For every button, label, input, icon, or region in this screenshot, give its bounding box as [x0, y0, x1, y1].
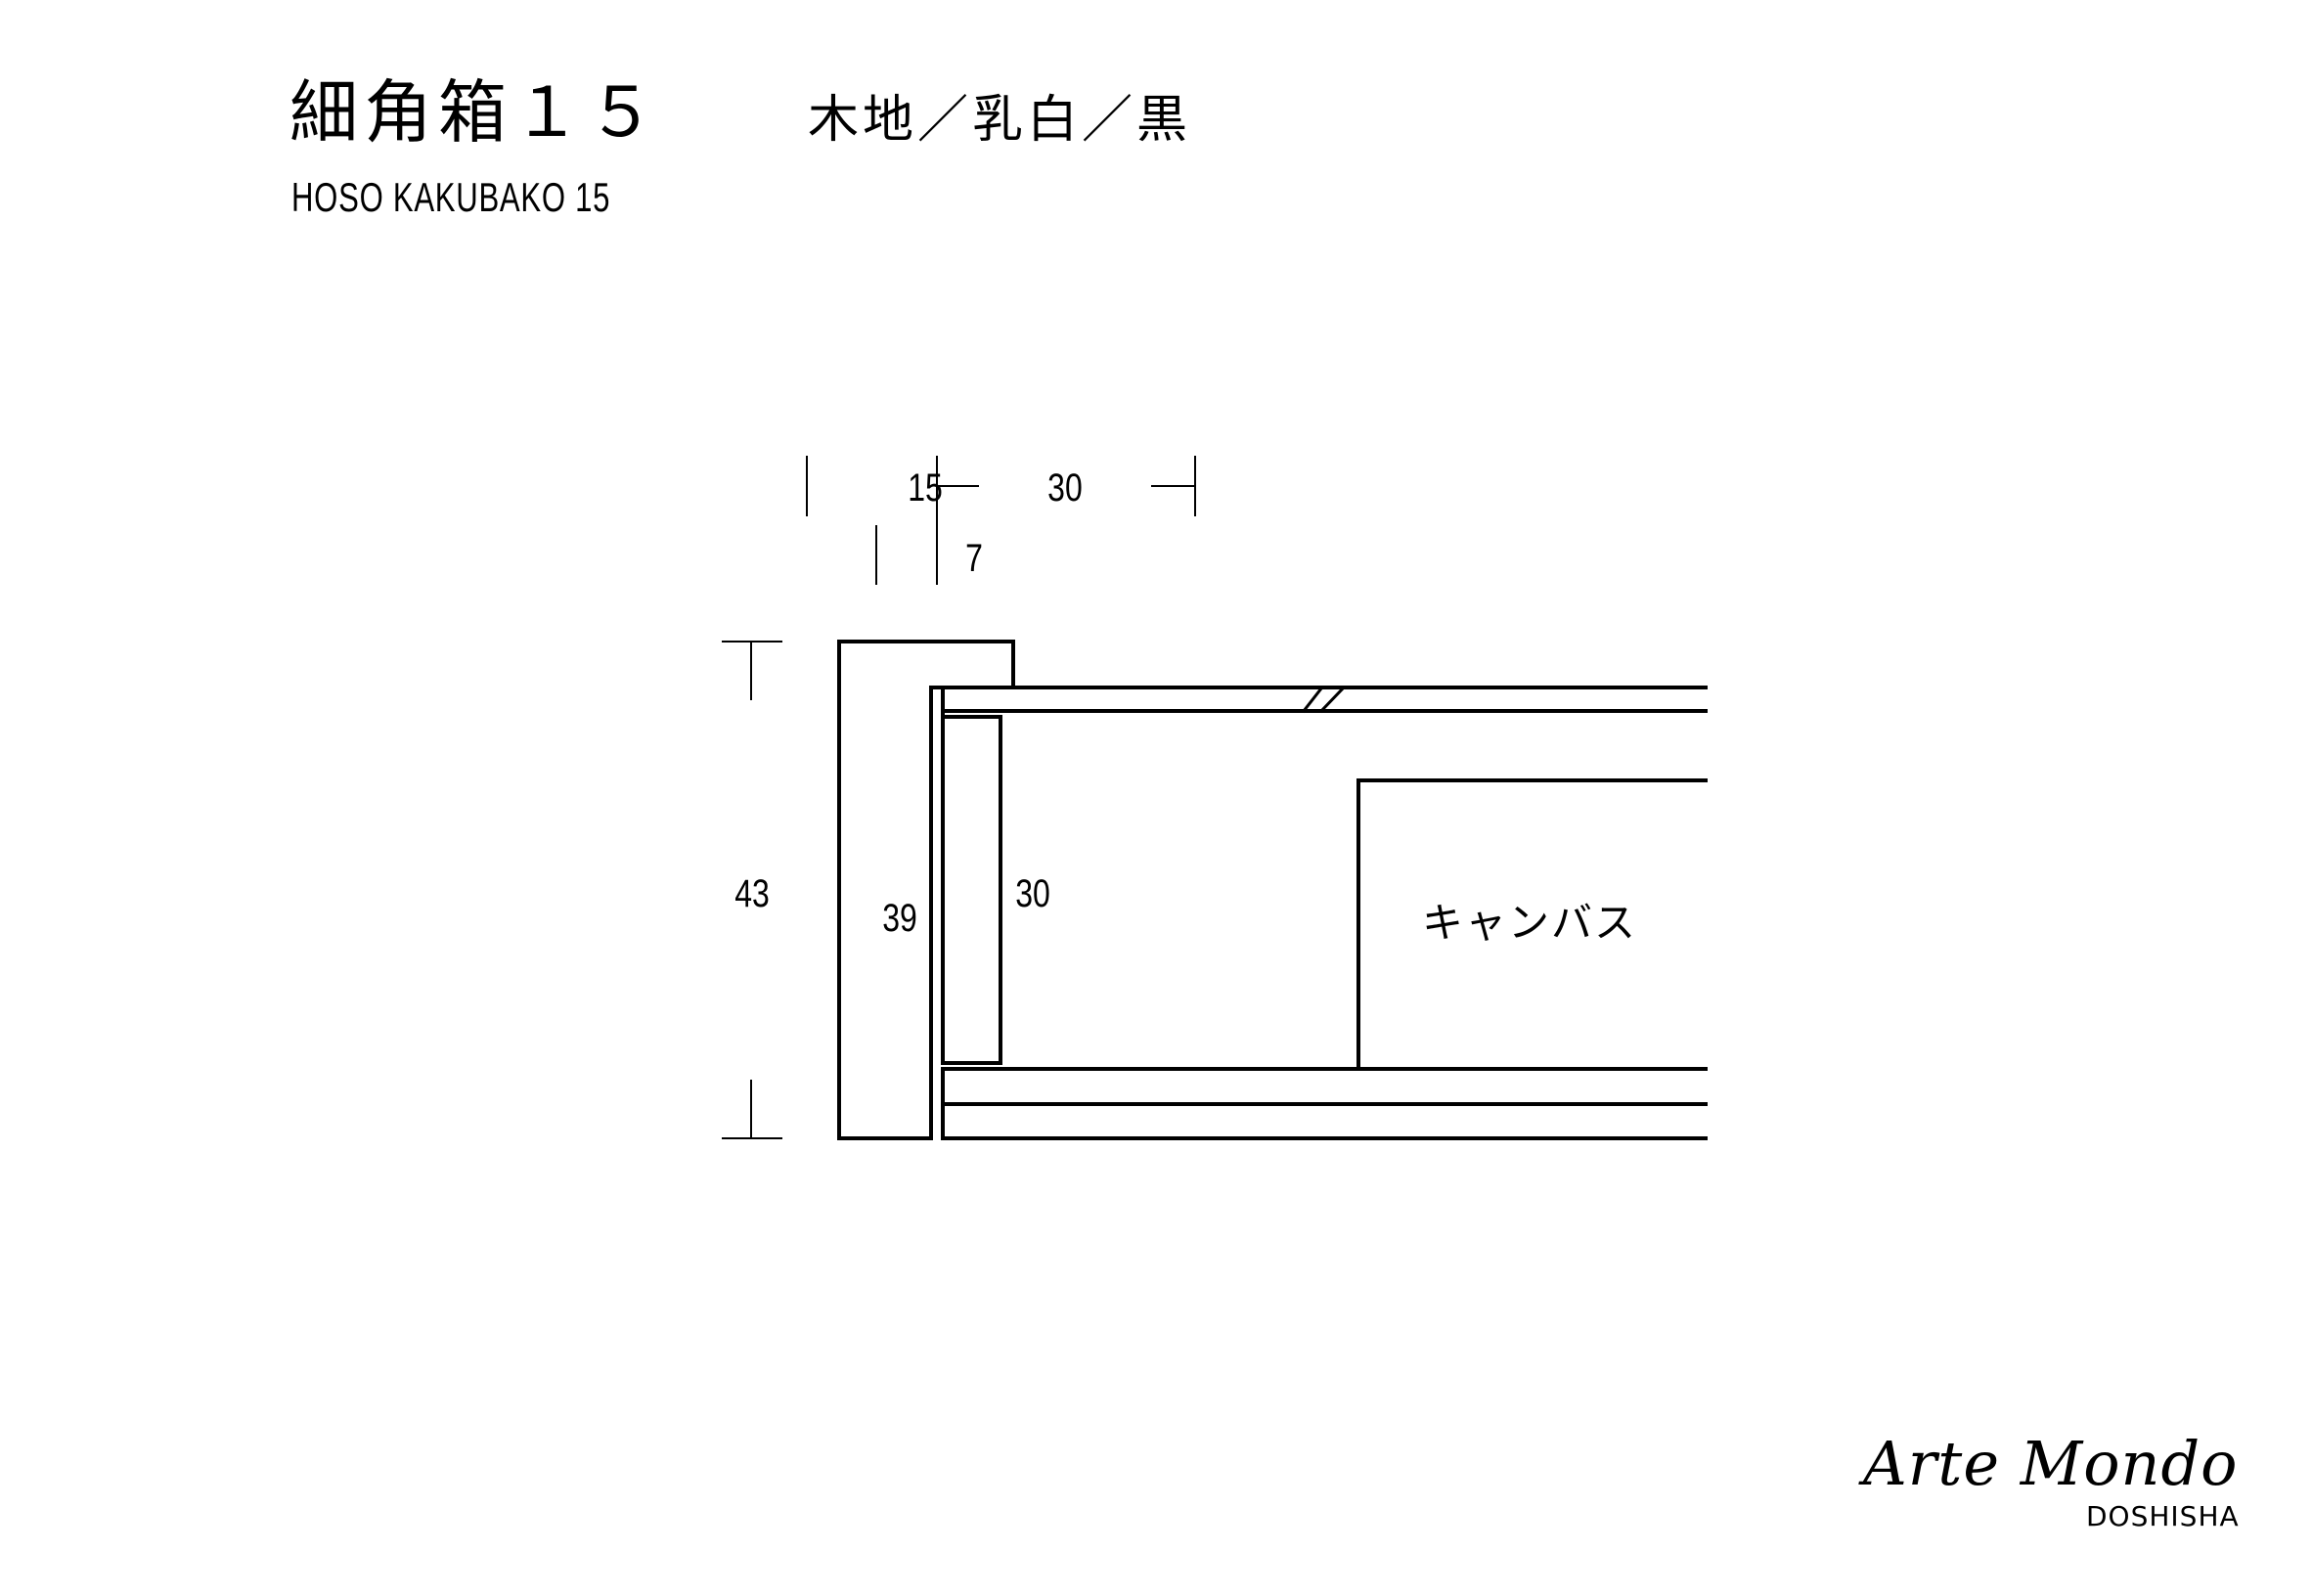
- brand-logo: Arte Mondo: [1863, 1428, 2239, 1499]
- product-title-en: HOSO KAKUBAKO 15: [291, 174, 611, 220]
- dim-frame-width: 15: [908, 466, 943, 510]
- canvas-outline: [1356, 778, 1708, 1071]
- glass-panel: [929, 686, 1708, 713]
- dimension-30-width-arrows: [936, 456, 1196, 516]
- glass-break-mark: [1301, 686, 1346, 714]
- dim-inner-height: 39: [882, 896, 917, 940]
- product-title-jp: 細角箱１５: [289, 72, 661, 153]
- spacer-block: [941, 715, 1002, 1065]
- back-board: [941, 1067, 1708, 1140]
- dimension-15-ticks: [806, 456, 938, 585]
- dim-inner-lip: 7: [965, 536, 983, 580]
- company-name: DOSHISHA: [2086, 1500, 2240, 1532]
- dim-total-height: 43: [734, 871, 770, 915]
- canvas-label: キャンバス: [1422, 899, 1637, 947]
- dimension-43-markers: [722, 641, 782, 1139]
- dim-rebate-height: 30: [1015, 871, 1050, 915]
- frame-profile: [837, 640, 1015, 1140]
- dim-rebate-span: 30: [1047, 466, 1083, 510]
- color-options: 木地／乳白／黒: [808, 91, 1192, 150]
